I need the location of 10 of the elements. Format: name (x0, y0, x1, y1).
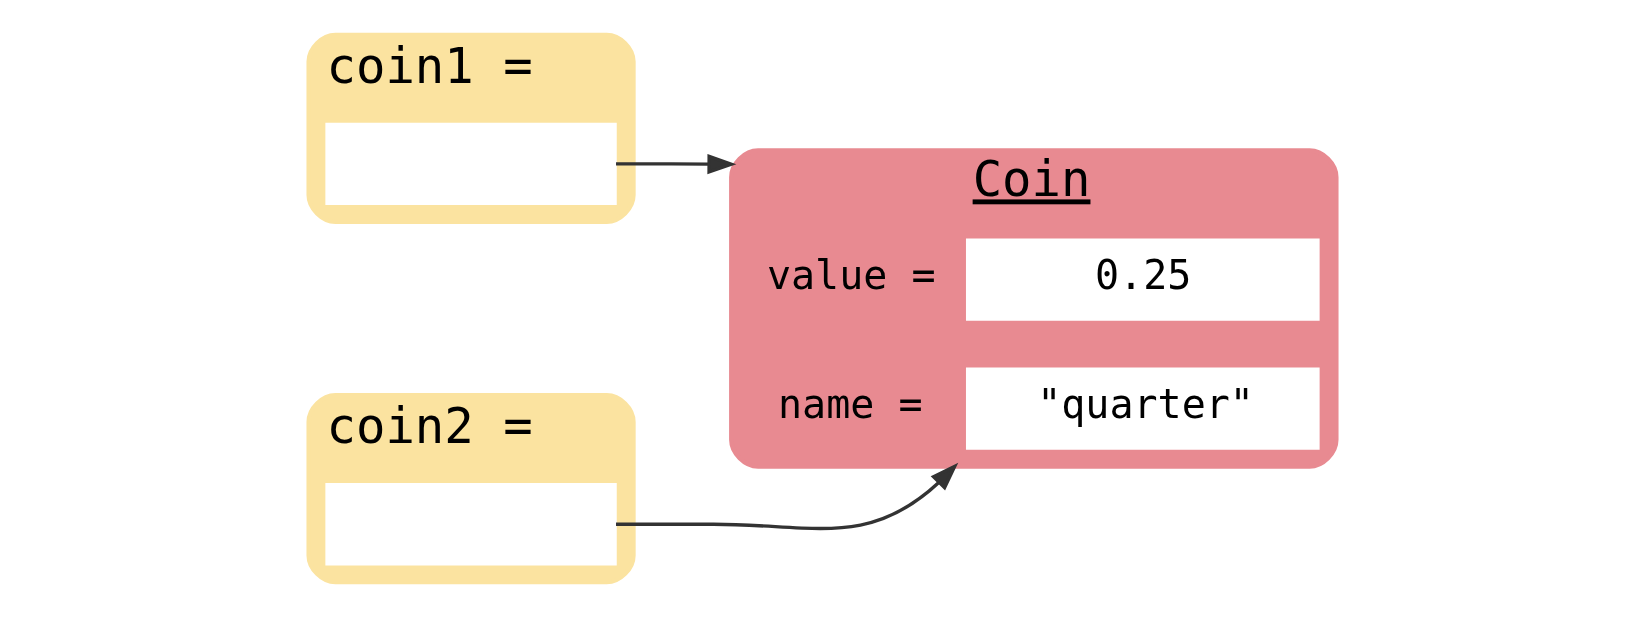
arrow (615, 153, 736, 175)
node-box (324, 122, 617, 206)
node-label: name = (777, 381, 923, 428)
cluster: coin2 = (305, 393, 636, 585)
node-box (324, 483, 617, 566)
node-box: "quarter" (965, 367, 1320, 450)
arrow (615, 462, 958, 531)
node-box: 0.25 (965, 238, 1320, 321)
node-label: value = (766, 252, 936, 299)
cluster: coin1 = (305, 32, 636, 224)
